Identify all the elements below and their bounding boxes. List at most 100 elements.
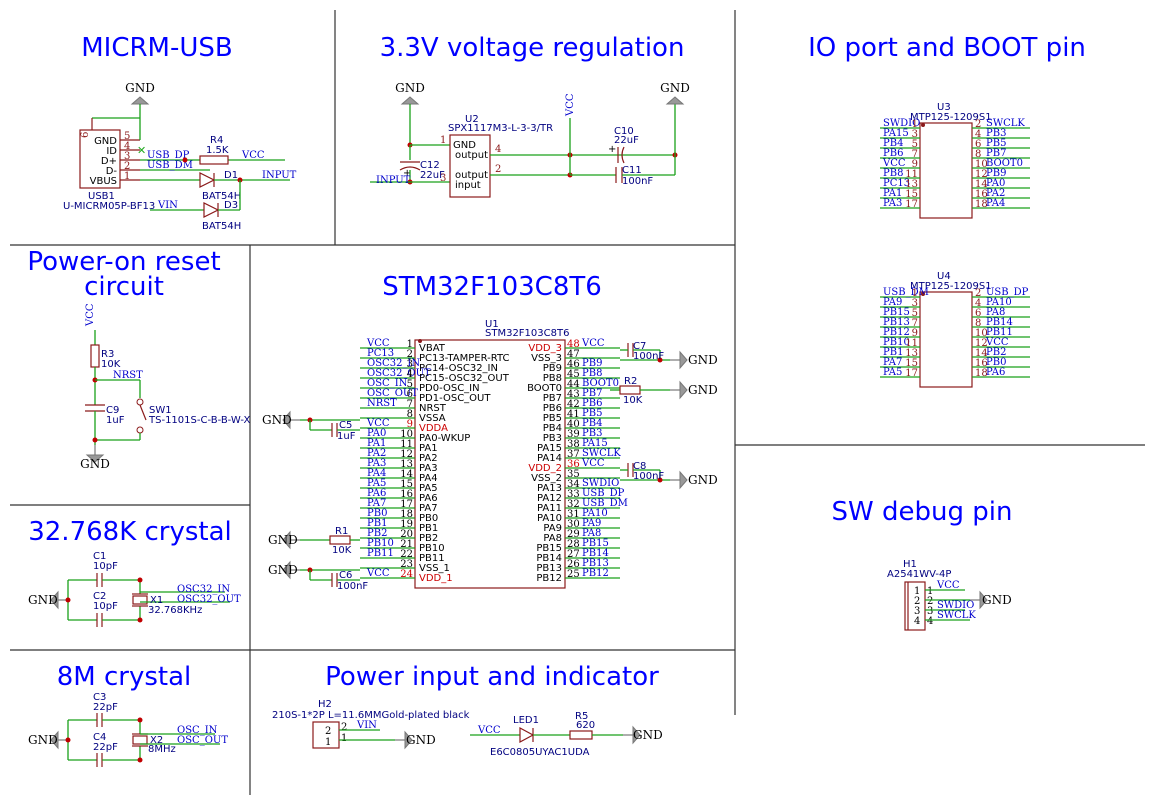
header-pin-left: 15 bbox=[905, 189, 918, 200]
gnd-label: GND bbox=[688, 353, 718, 367]
mcu-pin-name-right: PB9 bbox=[543, 363, 562, 374]
r5-resistor bbox=[569, 730, 593, 740]
mcu-pin-number-left: 12 bbox=[400, 449, 413, 460]
c7-value: 100nF bbox=[633, 351, 664, 362]
header-pin-right: 2 bbox=[975, 288, 981, 299]
mcu-pin-number-left: 7 bbox=[407, 399, 413, 410]
header-net-right: PA4 bbox=[986, 198, 1005, 209]
mcu-pin-number-left: 5 bbox=[407, 379, 413, 390]
d1-value: BAT54H bbox=[202, 191, 241, 202]
svg-text:3: 3 bbox=[927, 606, 933, 617]
mcu-net-right: VCC bbox=[581, 338, 605, 349]
mcu-pin-name-left: PB2 bbox=[419, 533, 438, 544]
c5-ref: C5 bbox=[339, 420, 352, 431]
mcu-pin-number-left: 24 bbox=[400, 569, 413, 580]
mcu-pin-name-left: VSS_1 bbox=[419, 563, 450, 574]
mcu-pin-number-right: 40 bbox=[567, 419, 580, 430]
r2-value: 10K bbox=[623, 395, 643, 406]
mcu-net-right: PB3 bbox=[582, 428, 602, 439]
mcu-pin-number-right: 33 bbox=[567, 489, 580, 500]
mcu-net-right: PA9 bbox=[582, 518, 601, 529]
mcu-pin-name-right: PA12 bbox=[537, 493, 562, 504]
mcu-pin-number-right: 47 bbox=[567, 349, 580, 360]
mcu-pin-number-left: 10 bbox=[400, 429, 413, 440]
header-pin-right: 4 bbox=[975, 298, 981, 309]
header-net-left: PA7 bbox=[883, 357, 902, 368]
u2-pinname: input bbox=[455, 180, 481, 191]
r1-value: 10K bbox=[332, 545, 352, 556]
mcu-pin-name-left: PB0 bbox=[419, 513, 438, 524]
u2-value: SPX1117M3-L-3-3/TR bbox=[448, 123, 553, 134]
title-io-boot: IO port and BOOT pin bbox=[808, 33, 1086, 63]
gnd-symbol bbox=[669, 471, 688, 489]
mcu-pin-name-left: PD1-OSC_OUT bbox=[419, 393, 491, 404]
u2-pin: 1 bbox=[440, 135, 446, 146]
mcu-pin-name-right: PB12 bbox=[536, 573, 562, 584]
header-pin-right: 18 bbox=[975, 368, 988, 379]
mcu-pin-number-right: 25 bbox=[567, 569, 580, 580]
sw1-ref: SW1 bbox=[149, 405, 172, 416]
header-net-right: SWCLK bbox=[986, 118, 1025, 129]
header-net-left: USB_DM bbox=[883, 287, 929, 298]
header-net-right: PB5 bbox=[986, 138, 1006, 149]
mcu-pin-name-right: PA13 bbox=[537, 483, 562, 494]
gnd-label: GND bbox=[125, 81, 155, 95]
header-net-right: PA10 bbox=[986, 297, 1012, 308]
c10-ref: C10 bbox=[614, 126, 634, 137]
svg-text:4: 4 bbox=[927, 616, 933, 627]
header-pin-left: 13 bbox=[905, 348, 918, 359]
usb-input-net: INPUT bbox=[262, 170, 297, 181]
header-pin-left: 1 bbox=[912, 288, 918, 299]
header-net-right: PB14 bbox=[986, 317, 1013, 328]
header-pin-left: 7 bbox=[912, 149, 918, 160]
mcu-pin-number-left: 23 bbox=[400, 559, 413, 570]
c1-ref: C1 bbox=[93, 551, 106, 562]
mcu-pin-number-right: 48 bbox=[567, 339, 580, 350]
led1-ref: LED1 bbox=[513, 715, 539, 726]
c2-ref: C2 bbox=[93, 591, 106, 602]
title-crystal8: 8M crystal bbox=[57, 662, 192, 692]
mcu-pin-name-left: PB1 bbox=[419, 523, 438, 534]
mcu-pin-number-right: 34 bbox=[567, 479, 580, 490]
gnd-label: GND bbox=[406, 733, 436, 747]
sw1-value: TS-1101S-C-B-B-W-X bbox=[148, 415, 250, 426]
c11-ref: C11 bbox=[622, 165, 642, 176]
power-vin-net: VIN bbox=[356, 720, 377, 731]
gnd-label: GND bbox=[688, 383, 718, 397]
header-net-right: PA0 bbox=[986, 178, 1005, 189]
mcu-pin-name-left: PB11 bbox=[419, 553, 445, 564]
mcu-pin-number-left: 1 bbox=[407, 339, 413, 350]
usb-pin: 3 bbox=[124, 151, 130, 162]
u2-pinname: GND bbox=[453, 140, 476, 151]
header-net-left: PB8 bbox=[883, 168, 903, 179]
header-pin-left: 15 bbox=[905, 358, 918, 369]
pin1-dot bbox=[921, 292, 925, 296]
c11-value: 100nF bbox=[622, 176, 653, 187]
osc-in-net: OSC_IN bbox=[177, 725, 218, 736]
u1-ref: U1 bbox=[485, 319, 499, 330]
title-reset-line2: circuit bbox=[84, 272, 164, 302]
mcu-net-right: PB6 bbox=[582, 398, 602, 409]
header-value: MTP125-1209S1 bbox=[910, 281, 992, 292]
header-ref: U3 bbox=[937, 102, 951, 113]
usb-pinname: VBUS bbox=[90, 176, 117, 187]
mcu-net-left: PA7 bbox=[367, 498, 386, 509]
gnd-label: GND bbox=[660, 81, 690, 95]
mcu-pin-name-right: PB4 bbox=[543, 423, 562, 434]
gnd-symbol bbox=[669, 381, 688, 399]
mcu-pin-name-right: PB8 bbox=[543, 373, 562, 384]
gnd-label: GND bbox=[688, 473, 718, 487]
header-net-left: PB13 bbox=[883, 317, 910, 328]
mcu-net-left: PA3 bbox=[367, 458, 386, 469]
mcu-peripherals: C7 100nF GND R2 10K GND C8 100nF GND GND… bbox=[262, 341, 718, 592]
title-micrm-usb: MICRM-USB bbox=[81, 33, 233, 63]
usb-pinname: D- bbox=[106, 166, 118, 177]
osc32-out-net: OSC32_OUT bbox=[177, 594, 241, 605]
header-pin-left: 11 bbox=[905, 338, 918, 349]
mcu-pin-number-left: 3 bbox=[407, 359, 413, 370]
reset-section: VCC R3 10K NRST SW1 TS-1101S-C-B-B-W-X C… bbox=[80, 303, 250, 471]
d1-diode bbox=[199, 172, 216, 188]
led1-led bbox=[519, 726, 535, 744]
